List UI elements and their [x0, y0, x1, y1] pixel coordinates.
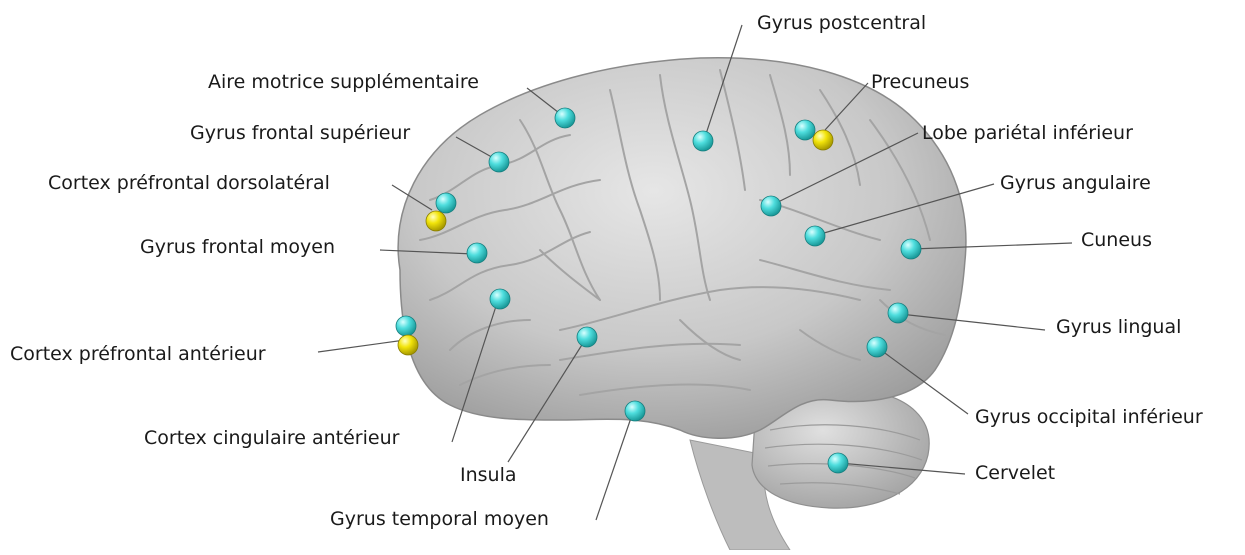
label-aire-motrice: Aire motrice supplémentaire [208, 73, 479, 92]
label-gyrus-lingual: Gyrus lingual [1056, 318, 1181, 337]
label-gyrus-frontal-superieur: Gyrus frontal supérieur [190, 124, 410, 143]
label-cortex-prefrontal-dorsolateral: Cortex préfrontal dorsolatéral [48, 174, 330, 193]
label-cuneus: Cuneus [1081, 231, 1152, 250]
marker-lobe-parietal [761, 196, 781, 216]
marker-insula [577, 327, 597, 347]
marker-aire-motrice [555, 108, 575, 128]
marker-gyrus-temporal-moyen [625, 401, 645, 421]
marker-dlpfc-cyan [436, 193, 456, 213]
marker-cpfa-cyan [396, 316, 416, 336]
label-gyrus-temporal-moyen: Gyrus temporal moyen [330, 510, 549, 529]
label-gyrus-angulaire: Gyrus angulaire [1000, 174, 1151, 193]
label-insula: Insula [460, 466, 517, 485]
label-gyrus-postcentral: Gyrus postcentral [757, 14, 926, 33]
marker-cuneus [901, 239, 921, 259]
label-cortex-prefrontal-anterieur: Cortex préfrontal antérieur [10, 345, 266, 364]
marker-dlpfc-yellow [426, 211, 446, 231]
label-cortex-cingulaire-anterieur: Cortex cingulaire antérieur [144, 429, 399, 448]
label-cervelet: Cervelet [975, 464, 1055, 483]
marker-precuneus-cyan [795, 120, 815, 140]
marker-precuneus-yellow [813, 130, 833, 150]
marker-gyrus-postcentral [693, 131, 713, 151]
label-gyrus-frontal-moyen: Gyrus frontal moyen [140, 238, 335, 257]
marker-cortex-cingulaire [490, 289, 510, 309]
marker-gyrus-angulaire [805, 226, 825, 246]
marker-gyrus-frontal-superieur [489, 152, 509, 172]
label-gyrus-occipital-inferieur: Gyrus occipital inférieur [975, 408, 1203, 427]
label-lobe-parietal-inferieur: Lobe pariétal inférieur [922, 124, 1133, 143]
marker-gyrus-occipital [867, 337, 887, 357]
marker-cpfa-yellow [398, 335, 418, 355]
marker-gyrus-frontal-moyen [467, 243, 487, 263]
label-precuneus: Precuneus [871, 73, 969, 92]
marker-cervelet [828, 453, 848, 473]
marker-gyrus-lingual [888, 303, 908, 323]
